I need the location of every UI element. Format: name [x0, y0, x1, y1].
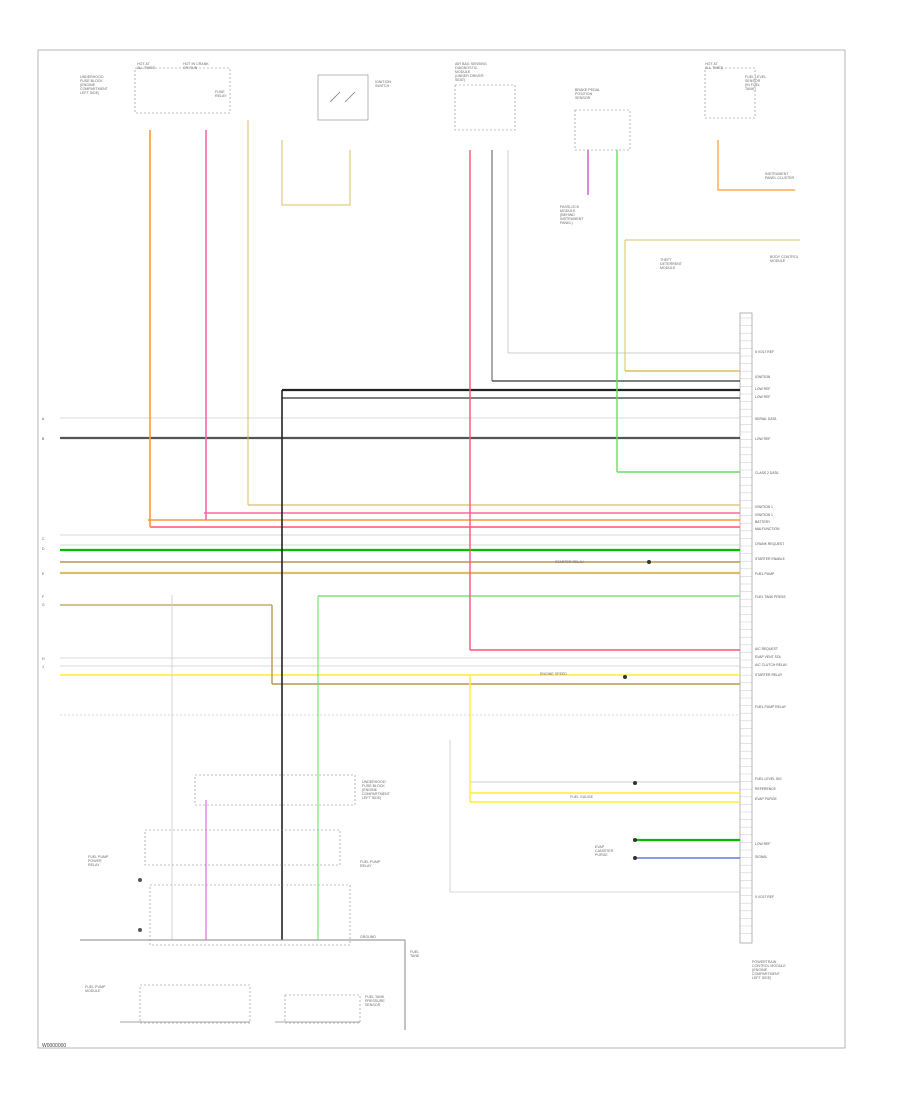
- fuse-relay-bottom-box: [144, 829, 341, 866]
- ground-label-label: GROUND: [360, 935, 376, 939]
- pcm-pin-label: FUEL PUMP RELAY: [755, 705, 787, 709]
- underhood-bottom-box: [194, 774, 356, 806]
- diagram-border: [37, 49, 846, 1049]
- underhood-fuse-relay-label: UNDERHOOD FUSE BLOCK (ENGINE COMPARTMENT…: [80, 75, 108, 95]
- splice-dot: [633, 838, 637, 842]
- splice-dot: [623, 675, 627, 679]
- pcm-pin-label: BATTERY: [755, 520, 771, 524]
- splice-dot: [633, 781, 637, 785]
- fuel-level-sensor-label: FUEL LEVEL SENSOR (IN FUEL TANK): [745, 75, 767, 91]
- brake-pedal-switch-label: BRAKE PEDAL POSITION SENSOR: [575, 88, 600, 100]
- pcm-pin-label: 5 VOLT REF: [755, 895, 775, 899]
- pcm-pin-label: LOW REF: [755, 842, 771, 846]
- fuel-pump-relay-label: FUEL PUMP RELAY: [360, 860, 381, 868]
- passlock-label: PASSLOCK MODULE (BEHIND INSTRUMENT PANEL…: [560, 205, 584, 225]
- pcm-pin-label: SIGNAL: [755, 855, 768, 859]
- underhood-fuse-bottom-label: UNDERHOOD FUSE BLOCK (ENGINE COMPARTMENT…: [362, 780, 390, 800]
- left-terminal-F: F: [42, 595, 45, 599]
- splice-dot: [633, 856, 637, 860]
- hot-at-all-times-label: HOT AT ALL TIMES: [137, 62, 156, 70]
- pcm-pin-label: CLASS 2 DATA: [755, 471, 779, 475]
- pcm-pin-label: A/C CLUTCH RELAY: [755, 663, 788, 667]
- fuse-relay-label: FUSE RELAY: [215, 90, 227, 98]
- starter-relay-label: STARTER RELAY: [555, 560, 584, 564]
- pcm-pin-label: FUEL PUMP: [755, 572, 775, 576]
- pcm-pin-label: LOW REF: [755, 395, 771, 399]
- pcm-pin-label: STARTER RELAY: [755, 673, 783, 677]
- pcm-pin-label: MALFUNCTION: [755, 527, 780, 531]
- pcm-pin-label: IGNITION: [755, 375, 771, 379]
- left-terminal-C: C: [42, 537, 45, 541]
- pcm-pin-label: A/C REQUEST: [755, 647, 778, 651]
- splice-dot: [138, 928, 142, 932]
- pcm-pin-label: FUEL LEVEL SIG: [755, 777, 782, 781]
- left-terminal-D: D: [42, 547, 45, 551]
- fuel-pump-module-label: FUEL PUMP MODULE: [85, 985, 106, 993]
- pcm-label: POWERTRAIN CONTROL MODULE (ENGINE COMPAR…: [752, 960, 786, 980]
- pcm-pin-label: LOW REF: [755, 387, 771, 391]
- airbag-module-box: [454, 84, 516, 131]
- fuel-pump-bus-box: [149, 884, 351, 946]
- fuel-gauge-label: FUEL GAUGE: [570, 795, 594, 799]
- evap-label: EVAP CANISTER PURGE: [595, 845, 614, 857]
- brake-switch-box: [574, 109, 631, 151]
- tach-label: ENGINE SPEED: [540, 672, 567, 676]
- left-terminal-B: B: [42, 437, 45, 441]
- fuel-pump-power-label: FUEL PUMP POWER RELAY: [88, 855, 109, 867]
- left-terminal-A: A: [42, 417, 45, 421]
- pcm-pin-label: STARTER ENABLE: [755, 557, 785, 561]
- underhood-fuse-box: [134, 67, 231, 114]
- cluster-wire: [717, 140, 795, 191]
- fuel-pump-module-box: [139, 984, 251, 1024]
- left-terminal-G: G: [42, 603, 45, 607]
- pcm-pin-label: FUEL TANK PRESS: [755, 595, 786, 599]
- fuel-tank-label: FUEL TANK: [410, 950, 420, 958]
- pcm-pin-label: 5 VOLT REF: [755, 350, 775, 354]
- ignition-switch-label: IGNITION SWITCH: [375, 80, 391, 88]
- ignition-feed-wire: [281, 140, 351, 206]
- splice-dot: [138, 878, 142, 882]
- pcm-connector: [739, 312, 753, 944]
- switch-arm: [344, 91, 356, 103]
- pcm-pin-label: REFERENCE: [755, 787, 776, 791]
- fuel-tank-sensor-label: FUEL TANK PRESSURE SENSOR: [365, 995, 385, 1007]
- footer-code: W0000000: [42, 1043, 67, 1049]
- pcm-pin-label: EVAP PURGE: [755, 797, 777, 801]
- fuel-level-box: [704, 67, 756, 119]
- hot-at-all-times-2-label: HOT AT ALL TIMES: [705, 62, 724, 70]
- pcm-pin-label: IGNITION 1: [755, 513, 773, 517]
- instrument-cluster-label: INSTRUMENT PANEL CLUSTER: [765, 172, 795, 180]
- splice-dot: [647, 560, 651, 564]
- left-terminal-E: E: [42, 572, 45, 576]
- pcm-pin-label: LOW REF: [755, 437, 771, 441]
- pcm-pin-label: CRANK REQUEST: [755, 542, 785, 546]
- theft-label: THEFT DETERRENT MODULE: [660, 258, 682, 270]
- pcm-pin-label: SERIAL DATA: [755, 417, 777, 421]
- ignition-switch-box: [317, 74, 369, 121]
- left-terminal-H: H: [42, 657, 45, 661]
- fuel-tank-box: [284, 994, 361, 1024]
- air-bag-module-label: AIR BAG SENSING DIAGNOSTIC MODULE (UNDER…: [455, 62, 487, 82]
- hot-crank-run-label: HOT IN CRANK OR RUN: [183, 62, 209, 70]
- pcm-pin-label: EVAP VENT SOL: [755, 655, 782, 659]
- pcm-pin-label: IGNITION 1: [755, 505, 773, 509]
- body-control-module-label: BODY CONTROL MODULE: [770, 255, 799, 263]
- switch-arm: [329, 91, 341, 103]
- left-terminal-J: J: [42, 665, 44, 669]
